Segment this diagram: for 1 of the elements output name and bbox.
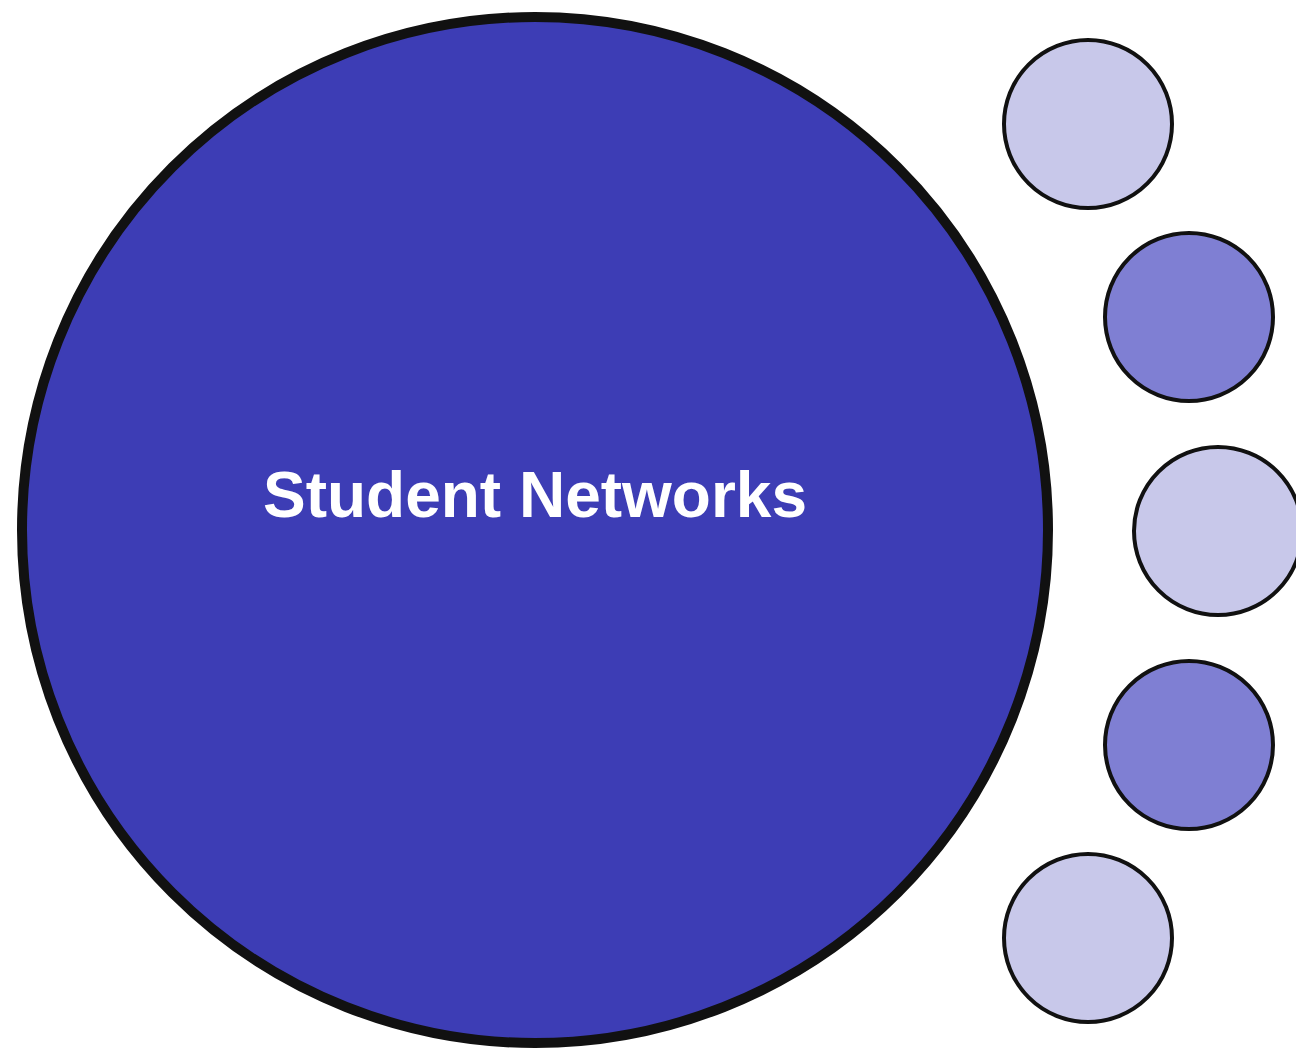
node-label: Student Networks: [262, 458, 808, 532]
